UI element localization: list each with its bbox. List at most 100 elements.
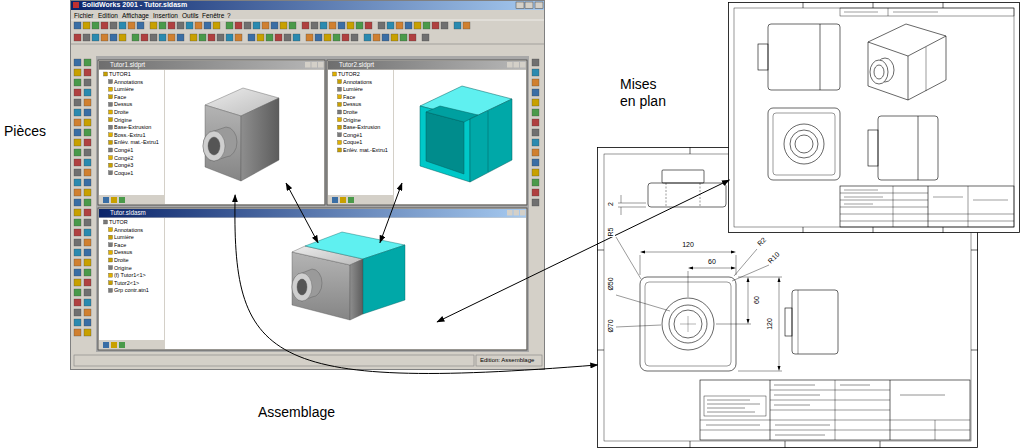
toolbar-icon bbox=[84, 99, 91, 106]
tree-icon bbox=[338, 133, 342, 137]
toolbar-icon bbox=[137, 22, 144, 29]
drawing-sheet-top bbox=[918, 116, 919, 180]
menu-item: ? bbox=[227, 12, 231, 19]
toolbar-icon bbox=[333, 34, 340, 41]
toolbar-icon bbox=[74, 179, 81, 186]
toolbar-icon bbox=[315, 34, 322, 41]
part-model bbox=[208, 137, 220, 155]
assembly-window-frame bbox=[103, 342, 109, 348]
drawing-sheet-top bbox=[729, 2, 1020, 233]
toolbar-icon bbox=[532, 169, 539, 176]
tree-icon bbox=[109, 110, 113, 114]
toolbar-icon bbox=[84, 329, 91, 336]
toolbar-icon bbox=[74, 299, 81, 306]
drawing-sheet-top bbox=[893, 12, 938, 13]
toolbar-icon bbox=[257, 34, 264, 41]
tree-item: Annotations bbox=[343, 79, 372, 85]
toolbar-icon bbox=[74, 229, 81, 236]
drawing-sheet-bottom bbox=[971, 350, 978, 351]
window-title: SolidWorks 2001 - Tutor.sldasm bbox=[82, 1, 187, 9]
tree-icon bbox=[109, 133, 113, 137]
toolbar-icon bbox=[266, 34, 273, 41]
tree-item: Dessus bbox=[343, 101, 361, 107]
part-model bbox=[203, 131, 225, 161]
toolbar-icon bbox=[195, 22, 202, 29]
part-window-frame bbox=[98, 60, 325, 205]
tree-item: Droite bbox=[114, 109, 129, 115]
tree-icon bbox=[338, 95, 342, 99]
toolbar-icon bbox=[84, 59, 91, 66]
toolbar-icon bbox=[532, 59, 539, 66]
window-title: Tutor1.sldprt bbox=[110, 61, 145, 68]
drawing-sheet-bottom bbox=[688, 316, 689, 332]
tree-item: Enlèv. mat.-Extru1 bbox=[343, 147, 388, 153]
toolbar-icon bbox=[373, 34, 380, 41]
toolbar-icon bbox=[226, 34, 233, 41]
toolbar-icon bbox=[84, 69, 91, 76]
drawing-sheet-top bbox=[844, 12, 878, 13]
drawing-sheet-bottom bbox=[688, 271, 689, 297]
drawing-sheet-bottom bbox=[616, 325, 661, 327]
toolbar-icon bbox=[532, 129, 539, 136]
drawing-sheet-top bbox=[758, 44, 768, 70]
drawing-sheet-top bbox=[773, 113, 835, 175]
toolbar-icon bbox=[74, 239, 81, 246]
drawing-sheet-bottom bbox=[774, 385, 815, 386]
toolbar-icon bbox=[150, 34, 157, 41]
toolbar-icon bbox=[150, 22, 157, 29]
toolbar-icon bbox=[74, 22, 81, 29]
toolbar-icon bbox=[289, 22, 296, 29]
part-window-frame bbox=[99, 70, 164, 195]
toolbar-icon bbox=[204, 22, 211, 29]
drawing-sheet-bottom bbox=[688, 267, 736, 270]
assembly-window-frame bbox=[111, 342, 117, 348]
window-title: Tutor2.sldprt bbox=[339, 61, 374, 68]
toolbar-icon bbox=[84, 259, 91, 266]
tree-item: Enlèv. mat.-Extru1 bbox=[114, 139, 159, 145]
toolbar-icon bbox=[84, 219, 91, 226]
toolbar-icons bbox=[74, 22, 539, 336]
tree-item: TUTOR2 bbox=[338, 71, 360, 77]
toolbar-icon bbox=[84, 279, 91, 286]
toolbar-icon bbox=[74, 279, 81, 286]
drawing-sheet-top bbox=[790, 130, 818, 158]
toolbar-icon bbox=[311, 22, 318, 29]
toolbar-icon bbox=[186, 22, 193, 29]
part-window-frame bbox=[328, 70, 393, 195]
drawing-sheet: R5212060R2R10Ø50Ø7060120 bbox=[597, 147, 978, 448]
part-window-frame bbox=[119, 197, 125, 203]
toolbar-icon bbox=[423, 22, 430, 29]
toolbar-icon bbox=[74, 209, 81, 216]
menu-item: Affichage bbox=[122, 12, 149, 19]
toolbar-icon bbox=[199, 34, 206, 41]
toolbar-icon bbox=[532, 69, 539, 76]
drawing-sheet-top bbox=[933, 197, 963, 198]
drawing-sheet-bottom bbox=[597, 350, 604, 351]
connector-arrow bbox=[235, 195, 598, 374]
drawing-sheet-bottom bbox=[734, 249, 757, 276]
tree-icon bbox=[333, 72, 337, 76]
tree-item: Grp contr.atn1 bbox=[114, 287, 149, 293]
assembly-model bbox=[292, 269, 322, 301]
toolbar-icon bbox=[324, 34, 331, 41]
toolbar-icon bbox=[84, 109, 91, 116]
toolbar-icon bbox=[110, 34, 117, 41]
application-window bbox=[73, 2, 79, 8]
tree-icon bbox=[109, 140, 113, 144]
toolbar-icon bbox=[441, 22, 448, 29]
tree-icon bbox=[109, 273, 113, 277]
tree-item: Lumière bbox=[343, 86, 363, 92]
drawing-sheet-top bbox=[784, 124, 824, 164]
drawing-sheet-bottom bbox=[640, 255, 641, 275]
toolbar-icon bbox=[74, 89, 81, 96]
assembly-model bbox=[292, 273, 312, 301]
application-window bbox=[525, 2, 533, 9]
dimension: Ø50 bbox=[607, 277, 615, 291]
toolbar-icon bbox=[320, 22, 327, 29]
tree-item: Droite bbox=[114, 257, 129, 263]
menu-item: Fichier bbox=[74, 12, 94, 19]
drawing-sheet-top bbox=[820, 24, 821, 90]
tree-icon bbox=[104, 220, 108, 224]
